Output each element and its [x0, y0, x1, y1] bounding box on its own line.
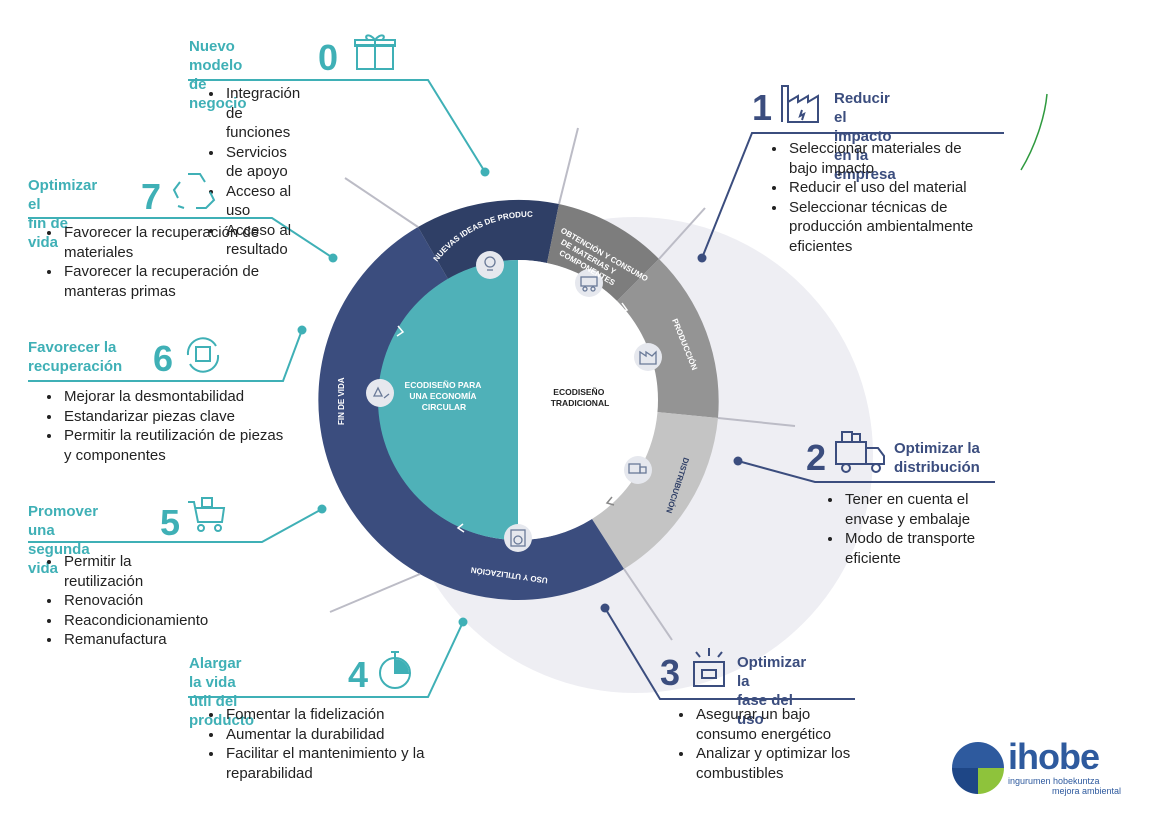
spokes: [329, 127, 796, 641]
panel-3-number: 3: [660, 652, 681, 693]
inner-circular-half: [378, 260, 518, 540]
panel-5-number: 5: [160, 502, 181, 543]
panel-0-list: Integración de funcionesServicios de apo…: [202, 84, 300, 260]
segment-obtencion: [547, 204, 659, 301]
recycle-icon: [172, 173, 216, 209]
panel-3-list: Asegurar un bajo consumo energéticoAnali…: [672, 705, 871, 783]
panel-7-list: Favorecer la recuperación de materialesF…: [40, 223, 304, 301]
flow-arrows: [396, 262, 658, 533]
lightbulb-icon: [484, 256, 496, 271]
segment-distribucion: [592, 412, 718, 569]
delivery-truck-icon: [628, 463, 647, 474]
ihobe-brand: ihobe: [1008, 736, 1100, 777]
ihobe-tagline-1: ingurumen hobekuntza: [1008, 776, 1100, 786]
center-label-circular: ECODISEÑO PARA UNA ECONOMÍA CIRCULAR: [405, 380, 484, 412]
washing-machine-icon: [510, 529, 526, 547]
panel-2-number: 2: [806, 437, 827, 478]
panel-5-list: Permitir la reutilizaciónRenovación Reac…: [40, 552, 208, 650]
ihobe-logo-mark: [952, 742, 1004, 794]
lightbox-icon: [693, 648, 725, 687]
connector-dots: [297, 167, 743, 627]
recycle-icon: [372, 386, 390, 399]
segment-fin-de-vida: [318, 227, 518, 600]
center-label-traditional: ECODISEÑO TRADICIONAL: [551, 387, 610, 408]
box-cycle-icon: [186, 337, 220, 373]
decorative-green-stroke: [1020, 93, 1048, 171]
truck-icon: [835, 431, 885, 473]
panel-4-list: Fomentar la fidelizaciónAumentar la dura…: [202, 705, 456, 783]
segment-nuevas-ideas: [418, 199, 559, 279]
panel-2-list: Tener en cuenta el envase y embalajeModo…: [821, 490, 1015, 568]
panel-7-number: 7: [141, 176, 162, 217]
panel-6-list: Mejorar la desmontabilidadEstandarizar p…: [40, 387, 294, 465]
ihobe-tagline-2: mejora ambiental: [1052, 786, 1122, 796]
mine-cart-icon: [580, 276, 598, 292]
stopwatch-icon: [379, 651, 411, 689]
panel-4-number: 4: [348, 654, 369, 695]
panel-0-number: 0: [318, 37, 339, 78]
factory-icon: [781, 85, 819, 123]
connectors: [28, 79, 1004, 700]
panel-6-number: 6: [153, 338, 174, 379]
shopping-cart-icon: [188, 497, 226, 532]
segment-produccion: [617, 259, 719, 418]
segment-uso: [518, 519, 624, 600]
inner-traditional-half: [518, 260, 658, 540]
panel-1-number: 1: [752, 87, 773, 128]
panel-1-list: Seleccionar materiales de bajo impactoRe…: [765, 139, 1014, 256]
factory-icon: [639, 350, 657, 365]
gift-icon: [354, 34, 396, 70]
label-fin-de-vida: FIN DE VIDA: [337, 377, 346, 425]
